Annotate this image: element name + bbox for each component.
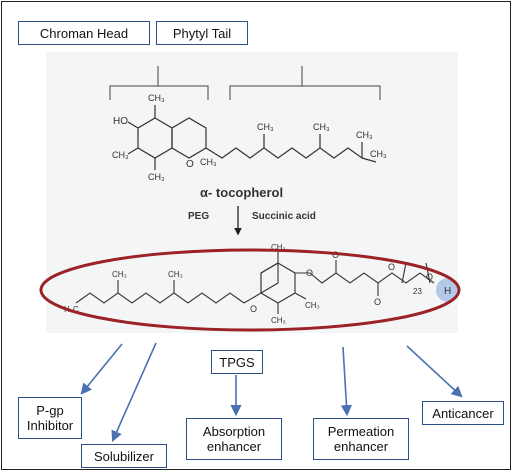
terminal-h-highlight (436, 278, 460, 302)
permeation-enhancer-label: Permeation enhancer (313, 418, 409, 460)
polymer-repeat: 23 (413, 287, 422, 296)
reagent-peg: PEG (188, 211, 209, 222)
atom-ch3: CH₃ (356, 130, 373, 140)
structure-panel (46, 52, 458, 333)
chroman-head-label: Chroman Head (18, 21, 150, 45)
atom-ch3: CH₃ (148, 172, 165, 182)
solubilizer-label: Solubilizer (81, 444, 167, 468)
atom-ch3: CH₃ (271, 316, 286, 325)
atom-o: O (186, 159, 194, 170)
atom-ho: HO (113, 116, 128, 127)
compound-name: α- tocopherol (200, 185, 283, 200)
atom-ch3: CH₃ (271, 243, 286, 252)
property-arrows (80, 342, 463, 443)
atom-ch3: CH₃ (370, 149, 387, 159)
pgp-inhibitor-label: P-gp Inhibitor (18, 397, 82, 439)
atom-h: H (444, 286, 451, 297)
atom-ch3: CH₃ (112, 270, 127, 279)
atom-ch3: CH₃ (257, 122, 274, 132)
atom-ch3: CH₃ (168, 270, 183, 279)
tpgs-structure (75, 252, 435, 314)
atom-ch3: CH₃ (112, 150, 129, 160)
tpgs-ellipse (39, 248, 461, 332)
alpha-tocopherol-structure (127, 105, 377, 170)
atom-o: O (388, 262, 395, 272)
atom-o: O (250, 304, 257, 314)
atom-o: O (306, 268, 313, 278)
atom-ch3: CH₃ (313, 122, 330, 132)
reagent-succinic-acid: Succinic acid (252, 211, 316, 222)
alpha-tocopherol-atoms: CH₃ HO CH₃ CH₃ O CH₃ CH₃ CH₃ CH₃ CH₃ (112, 93, 387, 182)
chroman-bracket (109, 66, 209, 100)
atom-o: O (374, 297, 381, 307)
absorption-enhancer-label: Absorption enhancer (186, 418, 282, 460)
arrow-to-pgp-inhibitor (80, 343, 123, 395)
atom-ch3: CH₃ (148, 93, 165, 103)
atom-o: O (332, 250, 339, 260)
arrow-to-solubilizer (111, 342, 157, 443)
atom-ch3: CH₃ (200, 157, 217, 167)
atom-ch3: CH₃ (305, 301, 320, 310)
tpgs-label: TPGS (211, 350, 263, 374)
arrow-to-permeation-enhancer (340, 346, 353, 417)
phytyl-bracket (229, 66, 381, 100)
anticancer-label: Anticancer (422, 401, 504, 425)
atom-o: O (426, 272, 433, 282)
arrow-to-anticancer (406, 345, 463, 398)
phytyl-tail-label: Phytyl Tail (156, 21, 248, 45)
